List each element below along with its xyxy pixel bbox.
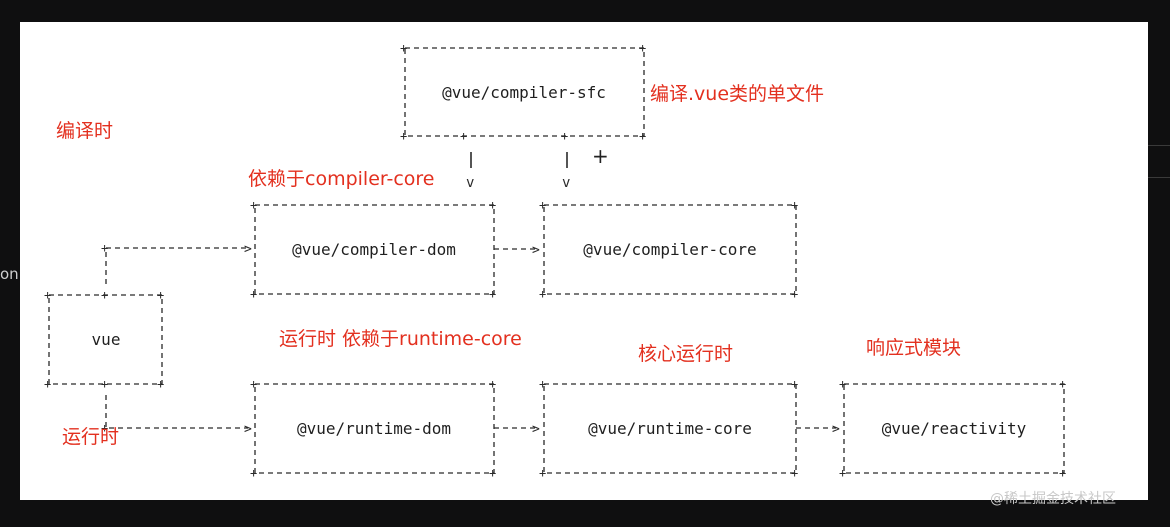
- architecture-diagram: + + + + + + + + + + + + + + + + + + + + + + + + + + +…: [44, 41, 1066, 480]
- svg-text:+: +: [791, 377, 798, 391]
- annotation-runtime-desc: 运行时 依赖于runtime-core: [279, 328, 522, 350]
- right-edge-tick: [1148, 177, 1170, 178]
- svg-text:+: +: [44, 288, 51, 302]
- svg-text:+: +: [489, 377, 496, 391]
- svg-text:+: +: [101, 241, 108, 255]
- arrowhead-vue-to-compiler-dom: >: [244, 242, 252, 257]
- annotation-depends-compiler-core: 依赖于compiler-core: [248, 168, 435, 190]
- svg-text:+: +: [539, 466, 546, 480]
- svg-text:+: +: [1059, 377, 1066, 391]
- arrowhead-core-to-reactivity: >: [832, 422, 840, 437]
- box-reactivity: [843, 383, 1065, 474]
- svg-text:+: +: [839, 466, 846, 480]
- label-compiler-sfc: @vue/compiler-sfc: [442, 83, 606, 102]
- annotation-core-runtime: 核心运行时: [638, 343, 734, 365]
- svg-text:+: +: [101, 377, 108, 391]
- svg-text:+: +: [157, 377, 164, 391]
- svg-text:+: +: [44, 377, 51, 391]
- box-compiler-core: [543, 204, 797, 295]
- label-runtime-dom: @vue/runtime-dom: [297, 419, 451, 438]
- box-runtime-core: [543, 383, 797, 474]
- label-vue: vue: [92, 330, 121, 349]
- arrowhead-dom-to-core: >: [532, 243, 540, 258]
- box-compiler-sfc: [404, 47, 645, 137]
- svg-text:+: +: [839, 377, 846, 391]
- svg-text:+: +: [539, 198, 546, 212]
- svg-text:+: +: [489, 466, 496, 480]
- diagram-canvas: + + + + + + + + + + + + + + + + + + + + + + + + + + +…: [20, 22, 1148, 500]
- svg-text:+: +: [639, 41, 646, 55]
- svg-text:+: +: [101, 288, 108, 302]
- annotation-run-time: 运行时: [62, 426, 120, 448]
- watermark: @稀土掘金技术社区: [990, 491, 1116, 507]
- svg-text:+: +: [561, 129, 568, 143]
- label-compiler-dom: @vue/compiler-dom: [292, 240, 456, 259]
- svg-text:+: +: [791, 466, 798, 480]
- svg-text:+: +: [101, 421, 108, 435]
- annotation-sfc-desc: 编译.vue类的单文件: [650, 83, 825, 105]
- svg-text:+: +: [539, 287, 546, 301]
- edge-vue-to-compiler-dom: [105, 247, 248, 284]
- arrowhead-runtime-dom-to-core: >: [532, 422, 540, 437]
- label-runtime-core: @vue/runtime-core: [588, 419, 752, 438]
- svg-text:+: +: [489, 287, 496, 301]
- arrowhead-vue-to-runtime-dom: >: [244, 422, 252, 437]
- svg-text:+: +: [250, 287, 257, 301]
- svg-text:+: +: [250, 466, 257, 480]
- annotation-compile-time: 编译时: [56, 120, 114, 142]
- box-vue: [48, 294, 163, 385]
- svg-text:+: +: [639, 129, 646, 143]
- edge-text: on: [0, 265, 19, 283]
- svg-text:+: +: [400, 129, 407, 143]
- arrowhead-sfc-to-core: v: [562, 175, 570, 191]
- arrowhead-sfc-to-dom: v: [466, 175, 474, 191]
- svg-text:+: +: [539, 377, 546, 391]
- svg-text:+: +: [250, 377, 257, 391]
- label-reactivity: @vue/reactivity: [882, 419, 1027, 438]
- svg-text:+: +: [400, 41, 407, 55]
- svg-text:+: +: [791, 287, 798, 301]
- right-edge-tick: [1148, 145, 1170, 146]
- svg-text:+: +: [1059, 466, 1066, 480]
- edge-vue-to-runtime-dom: [105, 395, 248, 429]
- svg-text:+: +: [460, 129, 467, 143]
- annotation-reactive-module: 响应式模块: [866, 337, 962, 359]
- label-compiler-core: @vue/compiler-core: [583, 240, 756, 259]
- corner-marks: + + + + + + + + + + + + + + + + + + + + + + + + + + +…: [44, 41, 1066, 480]
- svg-text:+: +: [250, 198, 257, 212]
- svg-text:+: +: [489, 198, 496, 212]
- annotation-plus: +: [592, 144, 609, 168]
- svg-text:+: +: [791, 198, 798, 212]
- svg-text:+: +: [157, 288, 164, 302]
